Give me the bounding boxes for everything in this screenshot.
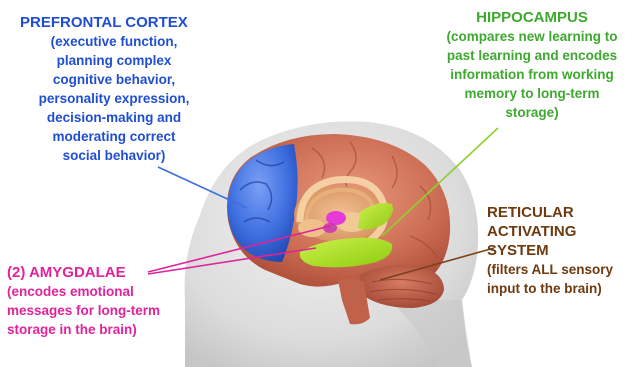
prefrontal-desc-line: moderating correct: [16, 127, 212, 146]
hippocampus-desc-line: (compares new learning to: [434, 27, 630, 46]
prefrontal-desc-line: (executive function,: [16, 32, 212, 51]
prefrontal-desc-line: decision-making and: [16, 108, 212, 127]
reticular-activating-system-label: RETICULAR ACTIVATING SYSTEM (filters ALL…: [487, 203, 629, 298]
hippocampus-title: HIPPOCAMPUS: [434, 8, 630, 27]
amygdalae-desc-line: storage in the brain): [7, 320, 177, 339]
amygdalae-label: (2) AMYGDALAE (encodes emotional message…: [7, 263, 177, 339]
prefrontal-cortex-label: PREFRONTAL CORTEX (executive function, p…: [16, 13, 212, 165]
hippocampus-desc-line: memory to long-term: [434, 84, 630, 103]
reticular-title-line: RETICULAR: [487, 203, 629, 222]
amygdalae-desc-line: (encodes emotional: [7, 282, 177, 301]
prefrontal-desc-line: personality expression,: [16, 89, 212, 108]
prefrontal-desc-line: social behavior): [16, 146, 212, 165]
reticular-desc-line: (filters ALL sensory: [487, 260, 629, 279]
reticular-title-line: ACTIVATING: [487, 222, 629, 241]
reticular-desc-line: input to the brain): [487, 279, 629, 298]
hippocampus-desc-line: storage): [434, 103, 630, 122]
amygdalae-title: (2) AMYGDALAE: [7, 263, 177, 282]
hippocampus-label: HIPPOCAMPUS (compares new learning to pa…: [434, 8, 630, 122]
amygdalae-desc-line: messages for long-term: [7, 301, 177, 320]
prefrontal-desc-line: cognitive behavior,: [16, 70, 212, 89]
prefrontal-desc-line: planning complex: [16, 51, 212, 70]
hippocampus-desc-line: information from working: [434, 65, 630, 84]
hippocampus-desc-line: past learning and encodes: [434, 46, 630, 65]
prefrontal-title: PREFRONTAL CORTEX: [16, 13, 212, 32]
amygdala-region: [326, 211, 346, 225]
reticular-title-line: SYSTEM: [487, 241, 629, 260]
